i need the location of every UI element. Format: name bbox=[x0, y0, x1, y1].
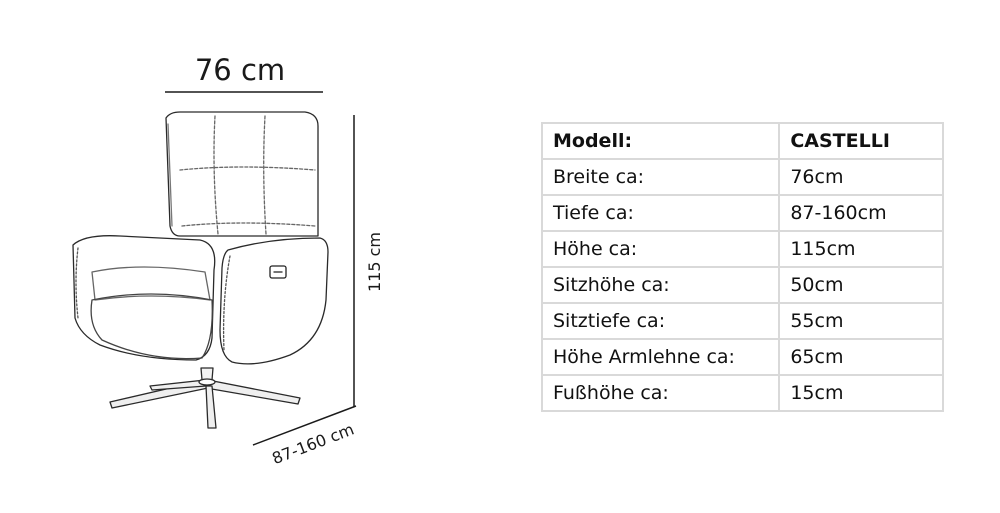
depth-label: 87-160 cm bbox=[269, 420, 356, 469]
width-label: 76 cm bbox=[195, 53, 285, 87]
row-value: 65cm bbox=[778, 338, 944, 376]
row-label: Fußhöhe ca: bbox=[540, 374, 781, 412]
table-row: Breite ca: 76cm bbox=[540, 158, 944, 196]
depth-dimension: 87-160 cm bbox=[252, 405, 357, 469]
armchair-sketch-icon bbox=[72, 111, 329, 429]
header-label: Modell: bbox=[540, 122, 781, 160]
row-value: 76cm bbox=[778, 158, 944, 196]
chair-drawing: 76 cm 115 cm 87-160 cm bbox=[72, 53, 384, 469]
row-label: Sitztiefe ca: bbox=[540, 302, 781, 340]
row-value: 55cm bbox=[778, 302, 944, 340]
row-label: Tiefe ca: bbox=[540, 194, 781, 232]
row-label: Höhe ca: bbox=[540, 230, 781, 268]
table-row: Fußhöhe ca: 15cm bbox=[540, 374, 944, 412]
row-value: 115cm bbox=[778, 230, 944, 268]
height-label: 115 cm bbox=[365, 232, 384, 292]
table-row: Höhe ca: 115cm bbox=[540, 230, 944, 268]
row-value: 15cm bbox=[778, 374, 944, 412]
row-label: Höhe Armlehne ca: bbox=[540, 338, 781, 376]
table-row: Höhe Armlehne ca: 65cm bbox=[540, 338, 944, 376]
width-dimension: 76 cm bbox=[165, 53, 323, 93]
table-row: Sitztiefe ca: 55cm bbox=[540, 302, 944, 340]
row-label: Breite ca: bbox=[540, 158, 781, 196]
spec-table: Modell: CASTELLI Breite ca: 76cm Tiefe c… bbox=[540, 122, 944, 412]
height-dimension: 115 cm bbox=[353, 115, 384, 407]
row-value: 87-160cm bbox=[778, 194, 944, 232]
recliner-button-icon bbox=[269, 265, 287, 279]
row-label: Sitzhöhe ca: bbox=[540, 266, 781, 304]
table-header-row: Modell: CASTELLI bbox=[540, 122, 944, 160]
row-value: 50cm bbox=[778, 266, 944, 304]
header-value: CASTELLI bbox=[778, 122, 944, 160]
table-row: Sitzhöhe ca: 50cm bbox=[540, 266, 944, 304]
table-row: Tiefe ca: 87-160cm bbox=[540, 194, 944, 232]
